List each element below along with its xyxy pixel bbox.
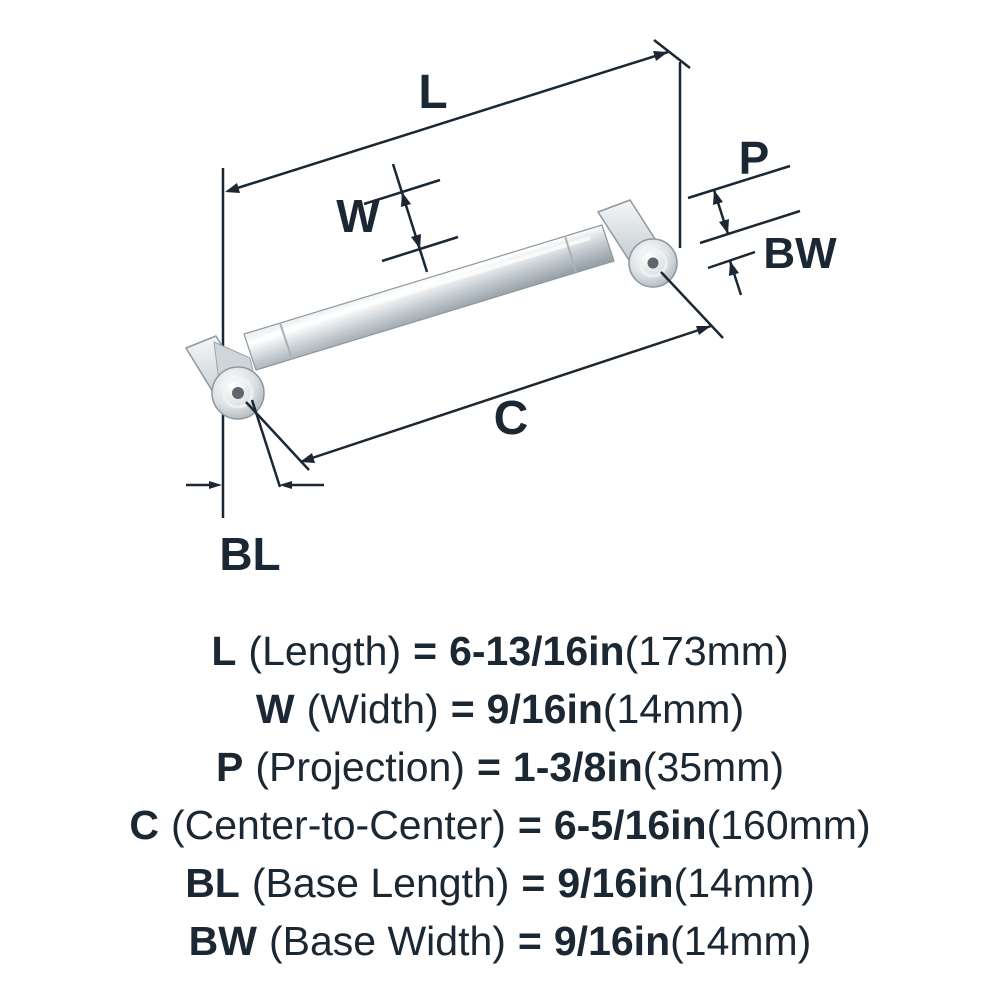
handle-left-cap-center <box>232 387 244 399</box>
spec-line-center-to-center: C(Center-to-Center)=6-5/16in(160mm) <box>0 796 1000 854</box>
arrowhead <box>209 481 222 489</box>
arrowhead <box>401 192 411 207</box>
arrowhead <box>696 326 711 335</box>
dim-line-width <box>391 163 429 273</box>
spec-equals: = <box>521 860 546 906</box>
handle-left-cap-ring <box>222 377 254 409</box>
dim-label-projection: P <box>739 132 770 184</box>
spec-name: (Projection) <box>255 744 465 790</box>
spec-equals: = <box>413 628 438 674</box>
arrowhead <box>719 219 729 234</box>
spec-metric: (14mm) <box>670 918 812 964</box>
spec-name: (Base Width) <box>268 918 506 964</box>
spec-equals: = <box>450 686 475 732</box>
dim-label-center: C <box>494 392 529 445</box>
spec-name: (Base Length) <box>251 860 510 906</box>
spec-name: (Length) <box>248 628 402 674</box>
spec-value: 1-3/8in <box>512 744 643 790</box>
spec-abbr: P <box>215 744 244 790</box>
spec-equals: = <box>517 918 542 964</box>
extension-line-base-length <box>250 399 282 488</box>
spec-metric: (14mm) <box>673 860 815 906</box>
arrowhead <box>300 453 315 463</box>
spec-line-projection: P(Projection)=1-3/8in(35mm) <box>0 738 1000 796</box>
spec-line-base-width: BW(Base Width)=9/16in(14mm) <box>0 912 1000 970</box>
spec-abbr: BL <box>185 860 240 906</box>
dimension-lines <box>186 39 801 489</box>
spec-value: 9/16in <box>486 686 603 732</box>
spec-value: 6-5/16in <box>553 802 707 848</box>
spec-line-length: L(Length)=6-13/16in(173mm) <box>0 622 1000 680</box>
spec-line-base-length: BL(Base Length)=9/16in(14mm) <box>0 854 1000 912</box>
extension-line-center-right <box>660 271 724 339</box>
dim-line-projection-bottom <box>699 209 801 245</box>
handle-right-cap-center <box>647 257 659 269</box>
arrowhead <box>729 261 739 276</box>
spec-name: (Width) <box>306 686 439 732</box>
spec-line-width: W(Width)=9/16in(14mm) <box>0 680 1000 738</box>
spec-abbr: BW <box>188 918 257 964</box>
arrowhead <box>653 51 668 61</box>
dim-line-base-width <box>707 250 756 270</box>
spec-metric: (14mm) <box>602 686 745 732</box>
spec-name: (Center-to-Center) <box>170 802 506 848</box>
spec-value: 9/16in <box>557 860 674 906</box>
spec-abbr: L <box>211 628 237 674</box>
dim-label-length: L <box>418 66 447 119</box>
dim-label-base-width: BW <box>763 229 837 278</box>
handle-bar-highlight <box>265 236 591 338</box>
dim-label-width: W <box>336 190 380 242</box>
arrowhead <box>279 481 292 489</box>
arrowhead <box>411 234 421 249</box>
dim-line-projection-top <box>687 164 791 200</box>
spec-equals: = <box>517 802 542 848</box>
handle-bar-joint-left <box>279 322 293 360</box>
dimension-diagram-svg: L W P BW C BL <box>185 39 837 580</box>
tick-length-right <box>653 39 691 69</box>
spec-metric: (173mm) <box>624 628 789 674</box>
arrowhead <box>713 190 723 205</box>
spec-abbr: W <box>255 686 295 732</box>
spec-value: 9/16in <box>553 918 671 964</box>
product-dimension-diagram: L W P BW C BL <box>185 39 837 580</box>
spec-metric: (35mm) <box>642 744 785 790</box>
dim-line-length <box>227 50 669 193</box>
spec-value: 6-13/16in <box>449 628 625 674</box>
pull-handle-illustration <box>185 199 678 420</box>
handle-right-cap-ring <box>638 248 668 278</box>
spec-equals: = <box>476 744 501 790</box>
handle-bar <box>243 224 615 371</box>
dimension-spec-list: L(Length)=6-13/16in(173mm) W(Width)=9/16… <box>0 622 1000 970</box>
handle-bar-joint-right <box>564 235 577 273</box>
spec-metric: (160mm) <box>706 802 871 848</box>
dim-label-base-length: BL <box>219 528 280 580</box>
spec-abbr: C <box>129 802 159 848</box>
arrowhead <box>225 183 240 193</box>
dim-line-center <box>299 324 712 464</box>
